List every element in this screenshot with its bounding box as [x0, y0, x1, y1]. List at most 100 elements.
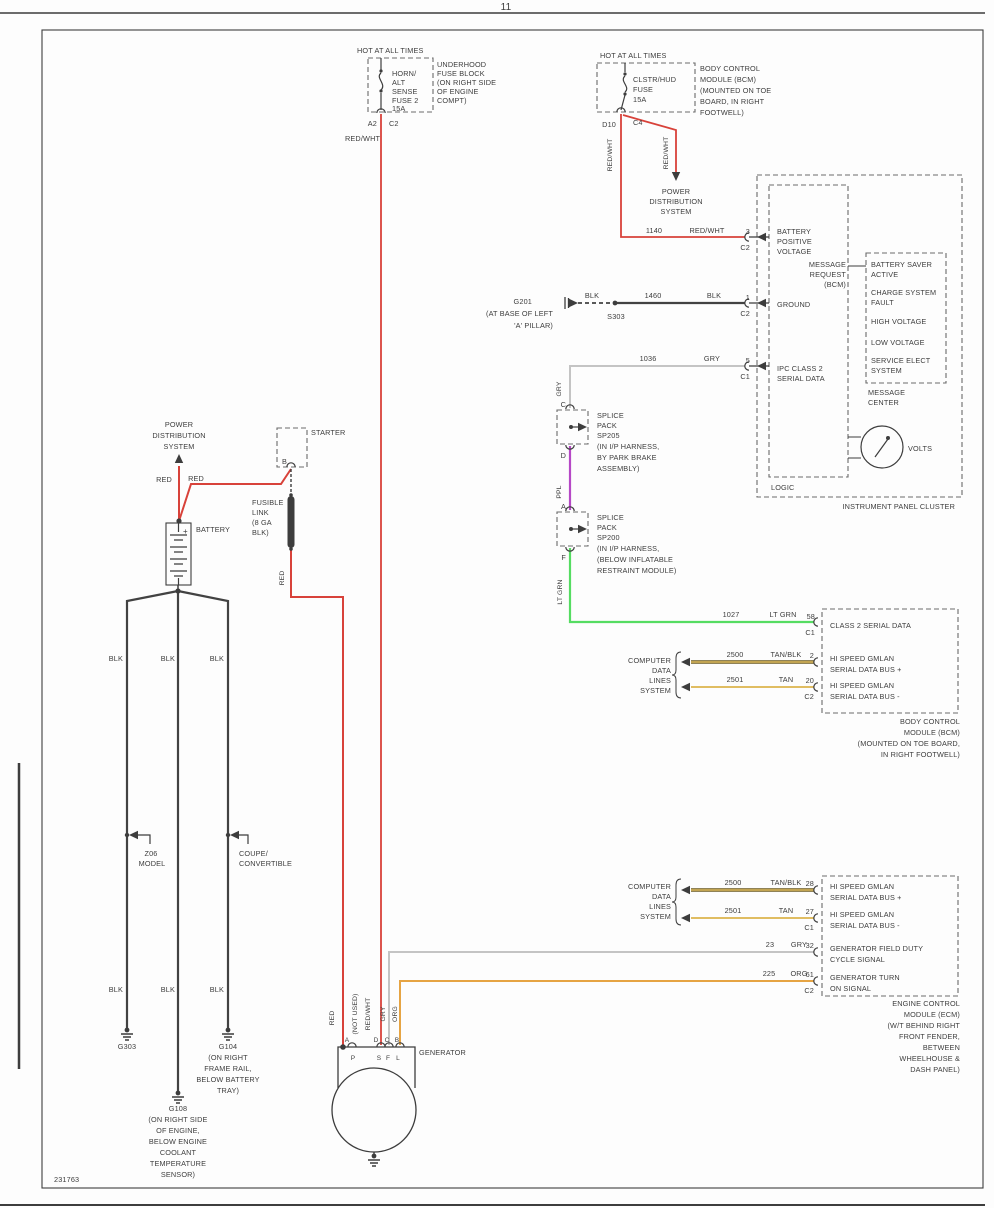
label-sense: SENSE [392, 87, 418, 96]
fuse2-bottom-dot [623, 92, 627, 96]
label-ppl: PPL [556, 485, 563, 498]
label-c2: C2 [740, 243, 750, 252]
label-message: MESSAGE [809, 260, 846, 269]
battery-blk-left-wire [125, 589, 179, 1028]
label-starter: STARTER [311, 428, 345, 437]
label-blk: BLK [210, 985, 224, 994]
label-pack: PACK [597, 421, 617, 430]
battery-pos-junction [176, 518, 182, 524]
label-battery: BATTERY [196, 525, 230, 534]
label-serial-data: SERIAL DATA [777, 374, 825, 383]
generator-body [331, 1067, 417, 1153]
label-w-t-behind-right: (W/T BEHIND RIGHT [887, 1021, 960, 1030]
ipc-logic-box [768, 184, 849, 478]
label-red: RED [188, 474, 204, 483]
label-link: LINK [252, 508, 269, 517]
instrument-panel-cluster-box [756, 174, 963, 498]
splice-pack-sp200-box [556, 511, 589, 547]
label-c2: C2 [804, 692, 814, 701]
label-2501: 2501 [727, 675, 744, 684]
sp205-pin-c-connector [565, 404, 575, 410]
label-225: 225 [763, 969, 776, 978]
label-temperature: TEMPERATURE [150, 1159, 206, 1168]
label-s: S [377, 1055, 382, 1062]
label-c: C [561, 400, 566, 409]
ground-g303-dot [124, 1027, 130, 1033]
label-mounted-on-toe-board: (MOUNTED ON TOE BOARD, [858, 739, 960, 748]
sp205-splice-arrow [578, 422, 587, 432]
label-blk: BLK [707, 291, 721, 300]
label-not-used: (NOT USED) [352, 993, 359, 1034]
label-fuse-block: FUSE BLOCK [437, 69, 485, 78]
label-volts: VOLTS [908, 444, 932, 453]
ecm-pin32-connector [813, 947, 819, 957]
bcm-fuse-box [596, 62, 696, 113]
sp205-pin-d-connector [565, 444, 575, 450]
volts-gauge-needle [874, 438, 889, 458]
label-module-ecm: MODULE (ECM) [904, 1010, 960, 1019]
label-1036: 1036 [640, 354, 657, 363]
label-board-in-right: BOARD, IN RIGHT [700, 97, 765, 106]
label-8-ga: (8 GA [252, 518, 272, 527]
label-fusible: FUSIBLE [252, 498, 283, 507]
label-lt-grn: LT GRN [557, 579, 564, 604]
ipc-pin1-connector [744, 298, 750, 308]
label-below-inflatable: (BELOW INFLATABLE [597, 555, 673, 564]
generator-a-terminal [340, 1044, 346, 1050]
label-distribution: DISTRIBUTION [649, 197, 702, 206]
label-ground: GROUND [777, 300, 810, 309]
label-32: 32 [806, 941, 814, 950]
generator-ground-dot [371, 1153, 377, 1159]
label-battery-saver: BATTERY SAVER [871, 260, 932, 269]
label-c4: C4 [633, 118, 643, 127]
lt-grn-1027-wire [568, 548, 814, 624]
battery-blk-right-wire [177, 589, 230, 1028]
label-blk: BLK [109, 985, 123, 994]
gry-23-wire [388, 951, 814, 1045]
label-d: D [374, 1037, 379, 1044]
label-lt-grn: LT GRN [770, 610, 797, 619]
label-alt: ALT [392, 78, 406, 87]
label-blk: BLK) [252, 528, 269, 537]
label-on-right-side: (ON RIGHT SIDE [148, 1115, 207, 1124]
computer-data-brace-bcm [671, 651, 682, 699]
ground-g108-icon [172, 1096, 184, 1104]
label-15a: 15A [633, 95, 646, 104]
label-serial-data-bus: SERIAL DATA BUS - [830, 692, 900, 701]
label-power: POWER [165, 420, 193, 429]
label-class-2-serial-data: CLASS 2 SERIAL DATA [830, 621, 911, 630]
label-serial-data-bus-+: SERIAL DATA BUS + [830, 893, 902, 902]
label-in-right-footwell: IN RIGHT FOOTWELL) [881, 750, 960, 759]
label-front-fender: FRONT FENDER, [899, 1032, 960, 1041]
fusible-link-bar [287, 496, 295, 548]
label-compt: COMPT) [437, 96, 467, 105]
label-serial-data-bus-+: SERIAL DATA BUS + [830, 665, 902, 674]
label-hot-at-all-times: HOT AT ALL TIMES [600, 51, 666, 60]
label-hi-speed-gmlan: HI SPEED GMLAN [830, 910, 894, 919]
label-3: 3 [746, 227, 750, 236]
battery-cells [170, 523, 187, 585]
gry-1036-wire [569, 365, 745, 408]
label-g303: G303 [118, 1042, 136, 1051]
label-p: P [351, 1055, 356, 1062]
label-f: F [561, 553, 566, 562]
bcm-pin20-connector [813, 682, 819, 692]
ipc-batt-pos-arrow [757, 232, 766, 242]
label-charge-system: CHARGE SYSTEM [871, 288, 936, 297]
label-dash-panel: DASH PANEL) [910, 1065, 960, 1074]
ground-g104-dot [225, 1027, 231, 1033]
label-horn: HORN/ [392, 69, 417, 78]
label-sp205: SP205 [597, 431, 620, 440]
bcm-bus-minus-arrow [681, 682, 690, 692]
ipc-ground-arrow [757, 298, 766, 308]
label-blk: BLK [210, 654, 224, 663]
generator-pin-p-connector [347, 1042, 357, 1048]
label-generator-turn: GENERATOR TURN [830, 973, 900, 982]
label-system: SYSTEM [661, 207, 692, 216]
label-org: ORG [790, 969, 807, 978]
label-a: A [561, 502, 566, 511]
label-20: 20 [806, 676, 814, 685]
label-system: SYSTEM [164, 442, 195, 451]
label-b: B [395, 1037, 400, 1044]
label-red-wht: RED/WHT [365, 998, 372, 1031]
